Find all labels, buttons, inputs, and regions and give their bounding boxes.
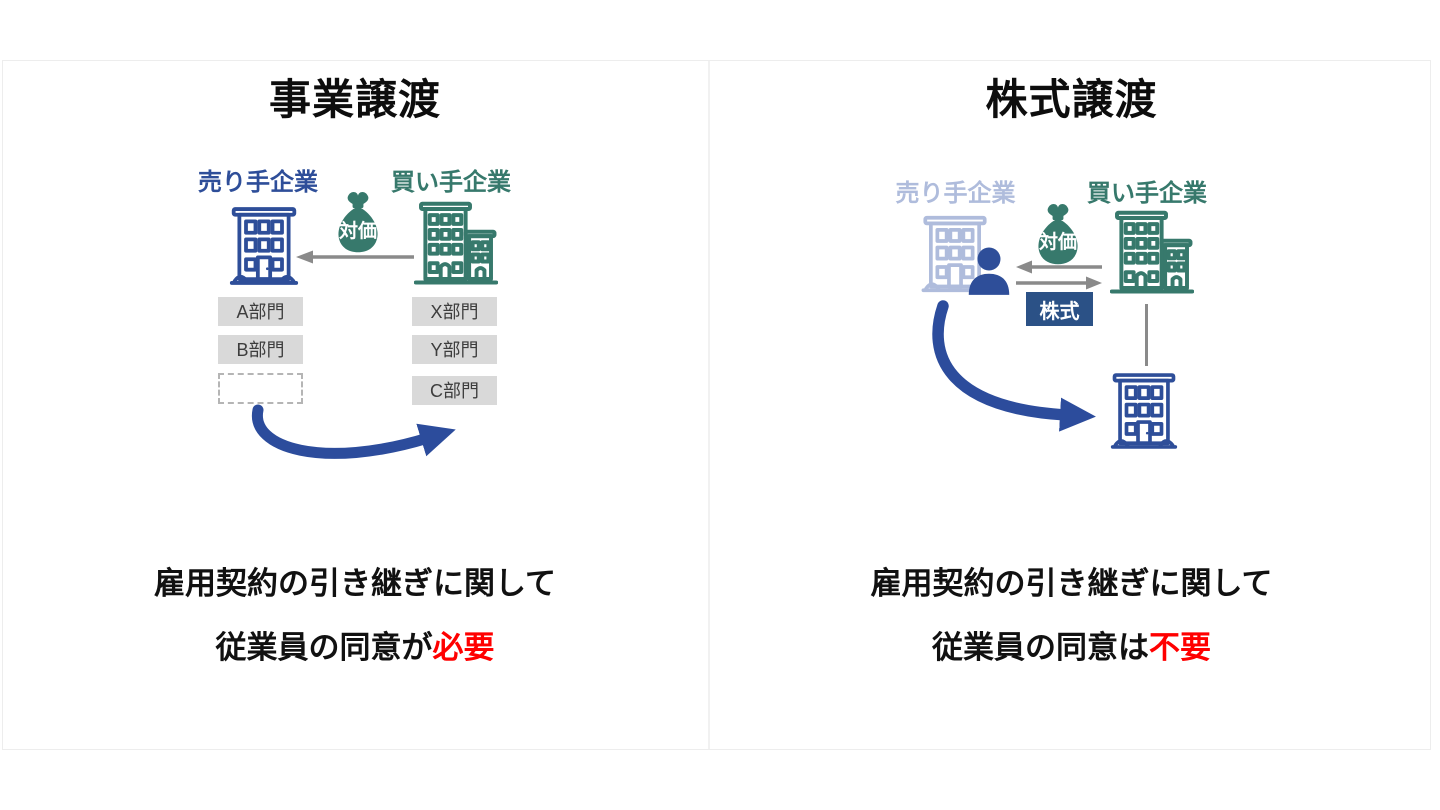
buyer-department-x: X部門 <box>412 297 497 326</box>
business-transfer-title: 事業譲渡 <box>268 76 441 123</box>
share-transfer-title: 株式譲渡 <box>985 76 1158 123</box>
shareholder-person-icon <box>968 247 1010 295</box>
transferred-department-placeholder <box>218 373 303 404</box>
employment-caption-line2: 従業員の同意は不要 <box>710 630 1433 666</box>
caption-prefix: 従業員の同意は <box>932 630 1149 665</box>
buyer-department-y: Y部門 <box>412 335 497 364</box>
seller-company-label: 売り手企業 <box>198 169 318 196</box>
ownership-connector-line <box>1145 304 1148 366</box>
buyer-company-label: 買い手企業 <box>1087 180 1207 207</box>
seller-department-b: B部門 <box>218 335 303 364</box>
acquired-company-building-icon <box>1110 373 1178 449</box>
consideration-arrow-icon <box>1016 260 1102 274</box>
seller-company-label: 売り手企業 <box>895 180 1016 207</box>
consideration-tag: 対価 <box>1038 232 1077 253</box>
employment-caption-line2: 従業員の同意が必要 <box>0 630 710 666</box>
buyer-department-c: C部門 <box>412 376 497 405</box>
caption-prefix: 従業員の同意が <box>215 630 433 665</box>
panel-divider <box>708 61 710 749</box>
seller-department-a: A部門 <box>218 297 303 326</box>
caption-highlight-required: 必要 <box>432 630 495 665</box>
business-transfer-arrow-icon <box>251 404 456 459</box>
caption-highlight-not-required: 不要 <box>1149 630 1211 665</box>
employment-caption-line1: 雇用契約の引き継ぎに関して <box>870 566 1273 601</box>
shares-arrow-icon <box>1016 276 1102 290</box>
seller-building-icon <box>229 207 299 285</box>
money-bag-icon <box>338 191 378 253</box>
shares-tag: 株式 <box>1026 292 1093 326</box>
consideration-arrow-icon <box>296 250 414 264</box>
comparison-card <box>2 60 1431 750</box>
buyer-building-icon <box>414 201 498 285</box>
employment-caption-line1: 雇用契約の引き継ぎに関して <box>153 566 557 601</box>
consideration-tag: 対価 <box>338 221 377 242</box>
buyer-company-label: 買い手企業 <box>391 169 511 196</box>
buyer-building-icon <box>1110 210 1194 294</box>
money-bag-icon <box>1038 203 1078 265</box>
share-transfer-arrow-icon <box>932 300 1096 432</box>
